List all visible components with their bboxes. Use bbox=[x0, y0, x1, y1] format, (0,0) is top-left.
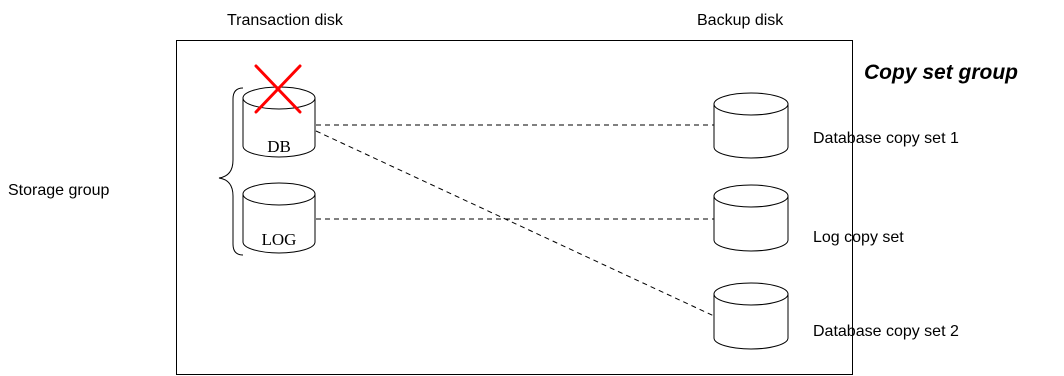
x-mark-icon bbox=[254, 64, 302, 114]
log-disk-label: LOG bbox=[262, 230, 297, 249]
cylinder-disk-icon bbox=[242, 98, 316, 158]
backup-disk-log-copy bbox=[713, 184, 789, 252]
db-disk-label: DB bbox=[267, 137, 291, 156]
copy-set-group-frame bbox=[176, 40, 853, 375]
cylinder-top bbox=[713, 184, 789, 208]
storage-group-brace bbox=[218, 87, 244, 256]
cylinder-top bbox=[713, 92, 789, 116]
copy-set-group-title: Copy set group bbox=[864, 61, 1018, 84]
copy-set-label-log: Log copy set bbox=[813, 229, 904, 246]
backup-disk-db-copy-1 bbox=[713, 92, 789, 159]
backup-disk-header: Backup disk bbox=[697, 12, 784, 29]
copy-set-label-db-2: Database copy set 2 bbox=[813, 323, 959, 340]
link-db-to-copy-set-2 bbox=[315, 130, 715, 317]
log-disk: LOG bbox=[242, 182, 316, 254]
db-disk: DB bbox=[242, 86, 316, 158]
cylinder-disk-icon bbox=[713, 196, 789, 252]
backup-disk-db-copy-2 bbox=[713, 282, 789, 350]
storage-group-label: Storage group bbox=[8, 182, 110, 199]
transaction-disk-header: Transaction disk bbox=[227, 12, 344, 29]
cylinder-disk-icon bbox=[713, 104, 789, 159]
cylinder-disk-icon bbox=[713, 294, 789, 350]
cylinder-top bbox=[713, 282, 789, 306]
cylinder-top bbox=[242, 182, 316, 206]
cylinder-disk-icon bbox=[242, 194, 316, 254]
copy-set-label-db-1: Database copy set 1 bbox=[813, 130, 959, 147]
